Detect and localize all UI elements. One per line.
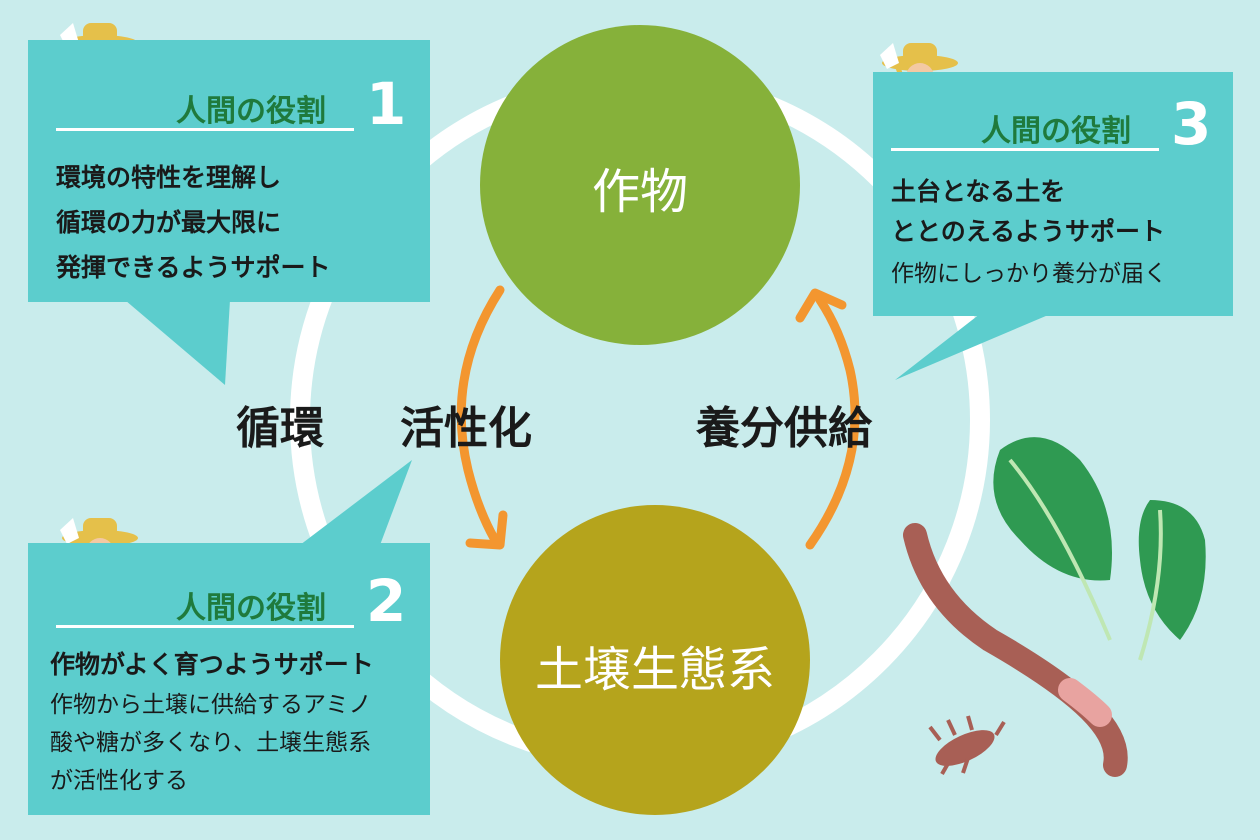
role-divider — [891, 148, 1159, 151]
role-title: 人間の役割 — [981, 114, 1131, 149]
role-text-line: が活性化する — [50, 768, 188, 794]
role-number: 1 — [366, 70, 407, 138]
leaf-icon — [993, 437, 1206, 661]
soil-ecosystem-label: 土壌生態系 — [535, 642, 776, 698]
role-text-line: 作物から土壌に供給するアミノ — [50, 692, 372, 718]
role-text-line: 循環の力が最大限に — [56, 208, 282, 237]
role-title: 人間の役割 — [176, 94, 326, 129]
role-text-line: 土台となる土を — [891, 177, 1066, 206]
role-text-line: 作物がよく育つようサポート — [50, 650, 374, 679]
role-text-line: 作物にしっかり養分が届く — [891, 261, 1167, 287]
nutrient-arrow — [795, 288, 860, 550]
role-box-2: 人間の役割 2 作物がよく育つようサポート 作物から土壌に供給するアミノ 酸や糖… — [28, 543, 430, 815]
role-divider — [56, 128, 354, 131]
role-text-line: 環境の特性を理解し — [56, 163, 282, 192]
role-number: 3 — [1171, 90, 1212, 158]
role-divider — [56, 625, 354, 628]
activation-arrow — [456, 285, 508, 550]
role-text-line: 発揮できるようサポート — [56, 253, 331, 282]
crop-circle — [480, 25, 800, 345]
role-box-1: 人間の役割 1 環境の特性を理解し 循環の力が最大限に 発揮できるようサポート — [28, 40, 430, 302]
activation-label: 活性化 — [400, 403, 532, 454]
bug-icon — [928, 715, 1006, 775]
role-box-2-shape — [300, 460, 412, 545]
earthworm-icon — [903, 523, 1128, 777]
cycle-label: 循環 — [236, 403, 324, 454]
role-text-line: ととのえるようサポート — [891, 217, 1166, 246]
role-box-1-shape — [125, 300, 230, 385]
nutrient-supply-label: 養分供給 — [696, 403, 872, 454]
role-box-3: 人間の役割 3 土台となる土を ととのえるようサポート 作物にしっかり養分が届く — [873, 72, 1233, 316]
role-number: 2 — [366, 567, 407, 635]
role-box-3-shape — [895, 310, 1060, 380]
role-text-line: 酸や糖が多くなり、土壌生態系 — [50, 730, 372, 756]
soil-circle — [500, 505, 810, 815]
crop-label: 作物 — [591, 164, 688, 220]
role-title: 人間の役割 — [176, 591, 326, 626]
